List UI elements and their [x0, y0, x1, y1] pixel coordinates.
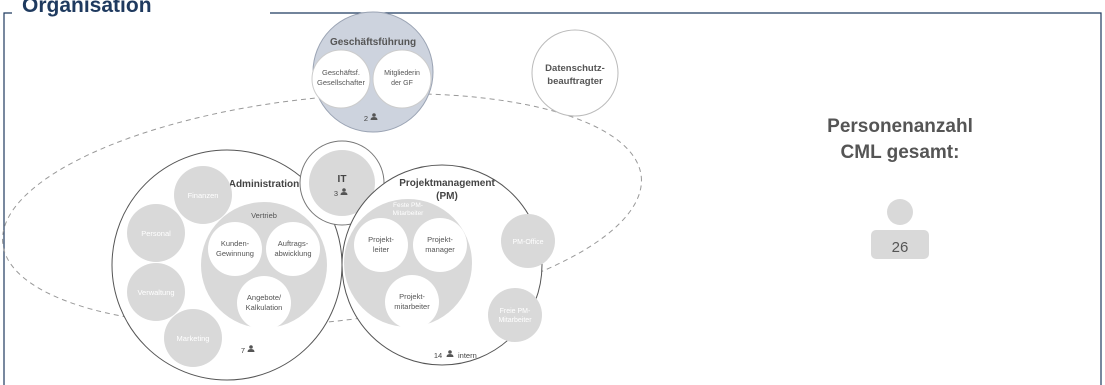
projektleiter-label-2: leiter	[373, 245, 390, 254]
person-icon	[247, 345, 255, 352]
verwaltung-label: Verwaltung	[137, 288, 174, 297]
feste-pm-label-1: Feste PM-	[393, 202, 423, 209]
pm-office-circle	[501, 214, 555, 268]
pm-office-label: PM-Office	[513, 239, 544, 246]
feste-pm-label-2: Mitarbeiter	[393, 210, 425, 217]
angebote-label-1: Angebote/	[247, 293, 282, 302]
verwaltung-circle	[127, 263, 185, 321]
administration-group: Administration Finanzen Personal Verwalt…	[111, 149, 343, 381]
mitglieder-gf-label-1: Mitgliederin	[384, 70, 420, 77]
geschaeftsfuehrung-count: 2	[364, 114, 368, 123]
projektmanager-circle	[413, 218, 467, 272]
mitglieder-gf-circle	[372, 49, 432, 109]
projektmitarbeiter-label-1: Projekt-	[399, 292, 425, 301]
projektmanager-label-1: Projekt-	[427, 235, 453, 244]
administration-count: 7	[241, 346, 245, 355]
projektmanagement-count: 14	[434, 351, 442, 360]
projektmanager-label-2: manager	[425, 245, 455, 254]
personal-circle	[127, 204, 185, 262]
gesellschafter-label-2: Gesellschafter	[317, 78, 365, 87]
datenschutz-label-1: Datenschutz-	[545, 63, 605, 74]
auftragsabwicklung-label-1: Auftrags-	[278, 239, 309, 248]
summary-heading-2: CML gesamt:	[841, 142, 960, 163]
vertrieb-label: Vertrieb	[251, 211, 277, 220]
datenschutz-circle	[531, 29, 619, 117]
auftragsabwicklung-circle	[266, 222, 320, 276]
projektmanagement-label-1: Projektmanagement	[399, 178, 495, 189]
summary-heading-1: Personenanzahl	[827, 116, 973, 137]
total-count: 26	[892, 239, 909, 256]
geschaeftsfuehrung-label: Geschäftsführung	[330, 37, 416, 48]
it-count: 3	[334, 189, 338, 198]
projektmitarbeiter-label-2: mitarbeiter	[394, 302, 430, 311]
projektmanagement-label-2: (PM)	[436, 191, 458, 202]
freie-pm-label-2: Mitarbeiter	[498, 317, 532, 324]
kundengewinnung-label-2: Gewinnung	[216, 249, 254, 258]
finanzen-circle	[174, 166, 232, 224]
kundengewinnung-circle	[208, 222, 262, 276]
overall-dashed-ellipse	[2, 93, 642, 327]
auftragsabwicklung-label-2: abwicklung	[274, 249, 311, 258]
personal-label: Personal	[141, 229, 171, 238]
angebote-circle	[237, 276, 291, 330]
frame-border	[3, 12, 1102, 385]
projektleiter-circle	[354, 218, 408, 272]
projektleiter-label-1: Projekt-	[368, 235, 394, 244]
freie-pm-label-1: Freie PM-	[500, 308, 531, 315]
marketing-label: Marketing	[177, 334, 210, 343]
angebote-label-2: Kalkulation	[246, 303, 283, 312]
page-title: Organisation	[18, 0, 156, 18]
gesellschafter-label-1: Geschäftsf.	[322, 68, 360, 77]
person-icon	[340, 188, 348, 195]
kundengewinnung-label-1: Kunden-	[221, 239, 250, 248]
projektmanagement-group: Projektmanagement (PM) Feste PM- Mitarbe…	[341, 164, 555, 366]
projektmitarbeiter-circle	[385, 275, 439, 329]
geschaeftsfuehrung-group: Geschäftsführung Geschäftsf. Gesellschaf…	[311, 11, 434, 133]
datenschutz-group: Datenschutz- beauftragter	[531, 29, 619, 117]
administration-label: Administration	[229, 179, 300, 190]
freie-pm-circle	[488, 288, 542, 342]
marketing-circle	[164, 309, 222, 367]
gesellschafter-circle	[311, 49, 371, 109]
summary-group: Personenanzahl CML gesamt: 26	[827, 116, 973, 259]
datenschutz-label-2: beauftragter	[547, 76, 603, 87]
finanzen-label: Finanzen	[188, 191, 219, 200]
mitglieder-gf-label-2: der GF	[391, 80, 413, 87]
person-icon	[446, 350, 454, 357]
total-person-body-icon	[871, 230, 929, 259]
person-icon	[370, 113, 378, 120]
it-label: IT	[338, 174, 347, 185]
total-person-head-icon	[887, 199, 913, 225]
it-circle	[309, 150, 375, 216]
projektmanagement-count-suffix: intern	[458, 351, 477, 360]
